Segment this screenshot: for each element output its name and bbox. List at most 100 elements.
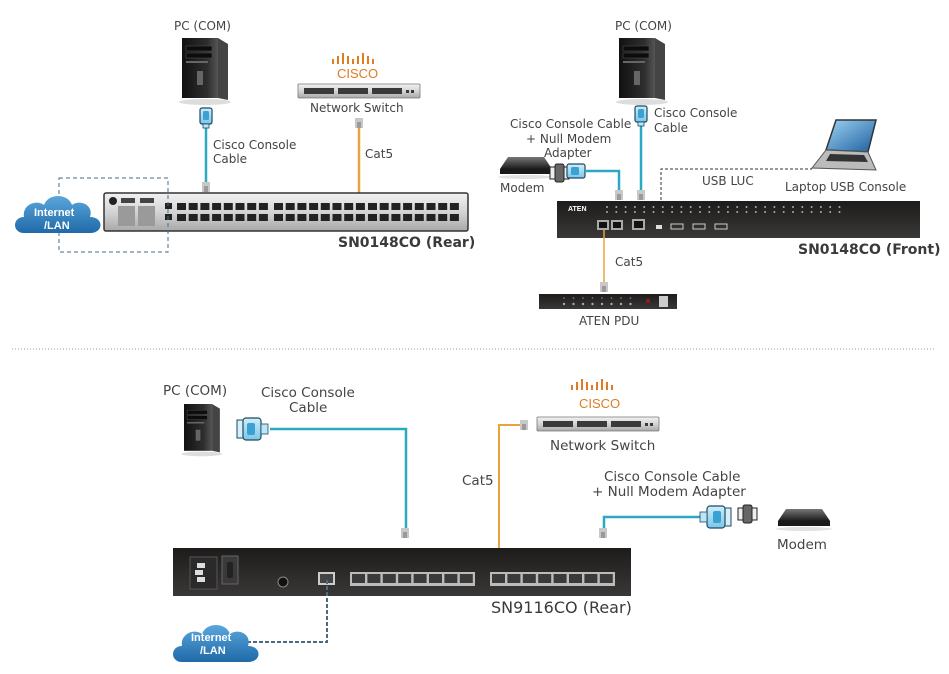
- led-dot: [689, 211, 692, 213]
- led-dot: [810, 211, 813, 213]
- pc-label: PC (COM): [163, 383, 227, 399]
- pc-tower-icon: [615, 37, 669, 106]
- switch-label: Network Switch: [310, 101, 404, 115]
- rj45-port: [379, 214, 389, 221]
- console-cable-label-line2: Cable: [289, 400, 327, 416]
- led-dot: [819, 206, 822, 208]
- rj45-port-array: [165, 203, 459, 221]
- null-modem-label-line1: Cisco Console Cable: [510, 117, 631, 131]
- rj45-port: [438, 203, 448, 210]
- modem-icon: [498, 157, 554, 179]
- null-modem-label-line2: + Null Modem Adapter: [592, 484, 746, 500]
- rj45-port: [459, 574, 473, 583]
- led-dot: [773, 211, 776, 213]
- led-dot: [754, 206, 757, 208]
- rj45-port: [355, 214, 365, 221]
- cloud-label-line2: /LAN: [44, 220, 70, 232]
- rj45-port: [297, 214, 307, 221]
- rj45-port: [223, 203, 233, 210]
- console-cable: [602, 515, 700, 530]
- laptop-icon: [811, 119, 877, 171]
- led-dot: [643, 206, 646, 208]
- switch-label: Network Switch: [550, 438, 655, 454]
- rj45-port: [492, 574, 505, 583]
- rj45-port: [403, 214, 413, 221]
- rj45-port: [258, 214, 268, 221]
- db9-connector-icon: [566, 163, 586, 179]
- led-dot: [754, 211, 757, 213]
- led-dot: [829, 211, 832, 213]
- modem-label: Modem: [500, 181, 544, 195]
- rj45-port: [274, 214, 283, 221]
- laptop-label: Laptop USB Console: [785, 180, 906, 194]
- led-dot: [708, 206, 711, 208]
- led-dot: [838, 206, 841, 208]
- led-dot: [801, 211, 804, 213]
- led-dot: [615, 211, 618, 213]
- sn9116co-rear-device: [173, 548, 631, 596]
- network-switch-icon: [297, 83, 421, 99]
- led-dot: [699, 211, 701, 213]
- rj45-port: [382, 574, 396, 583]
- led-dot: [782, 211, 785, 213]
- rj45-port: [344, 203, 354, 210]
- led-dot: [680, 206, 683, 208]
- rj45-port: [332, 214, 342, 221]
- rj45-port: [522, 574, 536, 583]
- rj45-plug-icon: [520, 420, 528, 430]
- led-dot: [689, 206, 692, 208]
- outlet-dot: [591, 302, 594, 306]
- outlet-dot: [629, 302, 632, 306]
- pdu-label: ATEN PDU: [579, 314, 639, 328]
- led-dot: [717, 206, 720, 208]
- rj45-port: [449, 203, 459, 210]
- rj45-port: [379, 203, 389, 210]
- led-dot: [671, 206, 674, 208]
- led-dot: [819, 211, 822, 213]
- rj45-port: [309, 214, 319, 221]
- led-dot: [773, 206, 776, 208]
- console-cable: [585, 169, 621, 190]
- led-dot: [661, 211, 664, 213]
- rj45-port: [403, 203, 413, 210]
- rj45-port: [429, 574, 442, 583]
- led-dot: [572, 297, 575, 299]
- led-dot: [838, 211, 841, 213]
- null-modem-adapter-icon: [549, 163, 570, 183]
- pc-label: PC (COM): [174, 19, 231, 33]
- console-cable-label-line1: Cisco Console: [654, 106, 737, 120]
- led-dot: [764, 211, 767, 213]
- rj45-port: [355, 203, 365, 210]
- pdu-icon: [539, 294, 677, 309]
- rj45-port: [344, 214, 354, 221]
- section-sn0148co-front: PC (COM) Cisco Console Cable Cisco Conso…: [498, 19, 940, 328]
- rj45-port: [352, 574, 365, 583]
- led-dot: [726, 211, 729, 213]
- null-modem-adapter-icon: [737, 504, 758, 524]
- outlet-dot: [572, 302, 575, 306]
- led-dot: [745, 206, 748, 208]
- rj45-port: [444, 574, 458, 583]
- rj45-port: [438, 214, 448, 221]
- cat5-label: Cat5: [615, 255, 643, 269]
- modem-icon: [776, 509, 832, 531]
- led-dot: [582, 297, 584, 299]
- rj45-port: [368, 203, 377, 210]
- console-cable-label-line2: Cable: [654, 121, 688, 135]
- db9-connector-icon: [236, 417, 269, 441]
- rj45-port: [223, 214, 233, 221]
- led-dot: [610, 297, 613, 299]
- led-dot: [717, 211, 720, 213]
- led-dot: [680, 211, 683, 213]
- rj45-port: [426, 214, 436, 221]
- outlet-dot: [610, 302, 613, 306]
- led-dot: [624, 206, 627, 208]
- rj45-port: [235, 203, 245, 210]
- rj45-port: [285, 203, 295, 210]
- switch-brand: CISCO: [579, 396, 620, 411]
- rj45-port: [274, 203, 283, 210]
- led-dot: [810, 206, 813, 208]
- switch-brand: CISCO: [337, 66, 378, 81]
- cisco-logo-icon: [332, 53, 374, 64]
- led-dot: [563, 297, 565, 299]
